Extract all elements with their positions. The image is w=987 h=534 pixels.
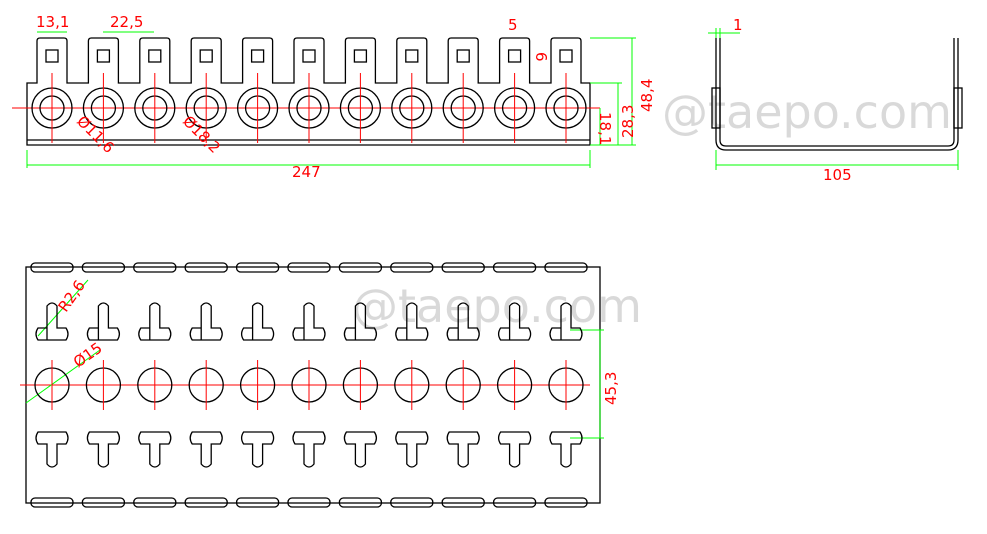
dim-thickness: 1 — [733, 16, 743, 34]
watermark-bottom: @taepo.com — [352, 279, 642, 333]
front-height-dims — [590, 37, 636, 146]
top-edge-slot — [544, 262, 588, 273]
keyhole-top — [35, 302, 69, 341]
keyhole-bottom — [138, 431, 172, 468]
keyhole-top — [86, 302, 121, 341]
top-edge-slot — [133, 262, 177, 273]
keyhole-bottom — [86, 431, 121, 468]
slot-hole — [302, 49, 316, 63]
keyhole-top — [395, 302, 429, 341]
slot-hole — [148, 49, 162, 63]
radius-leader — [37, 279, 89, 337]
keyhole-top — [292, 302, 326, 341]
top-edge-slot — [235, 262, 280, 273]
bottom-edge-slot — [235, 497, 280, 508]
dim-slot-width: 5 — [508, 16, 518, 34]
u-profile-outer — [715, 38, 959, 151]
side-view — [708, 28, 963, 170]
keyhole-bottom — [240, 431, 275, 468]
slot-hole — [405, 49, 419, 63]
top-edge-slot — [30, 262, 74, 273]
side-clip-left — [711, 87, 721, 129]
top-edge-slot — [441, 262, 485, 273]
keyhole-bottom — [395, 431, 429, 468]
dim-hole-dia: Ø15 — [70, 339, 106, 371]
bottom-edge-slot — [30, 497, 74, 508]
bottom-edge-slot — [441, 497, 485, 508]
dim-width: 105 — [823, 166, 852, 184]
top-edge-slot — [492, 262, 537, 273]
slot-hole — [559, 49, 573, 63]
keyhole-top — [240, 302, 275, 341]
top-edge-slot — [184, 262, 228, 273]
side-clip-right — [953, 87, 963, 129]
keyhole-top — [138, 302, 172, 341]
keyhole-bottom — [189, 431, 223, 468]
plan-view — [20, 262, 604, 508]
keyhole-bottom — [343, 431, 378, 468]
dim-length: 247 — [292, 163, 321, 181]
slot-hole — [250, 49, 265, 63]
dim-overall-height: 48,4 — [638, 79, 656, 112]
bottom-edge-slot — [390, 497, 434, 508]
top-edge-slot — [338, 262, 383, 273]
dim-hole-center-height: 18,1 — [596, 112, 614, 145]
dim-slot-height: 6 — [532, 52, 550, 62]
dim-pitch: 22,5 — [110, 13, 143, 31]
front-outline — [26, 37, 591, 146]
bottom-edge-slot — [544, 497, 588, 508]
bottom-edge-slot — [184, 497, 228, 508]
dim-radius: R2,6 — [55, 277, 89, 315]
dim-row-spacing: 45,3 — [602, 372, 620, 405]
dim-body-height: 28,3 — [619, 105, 637, 138]
keyhole-bottom — [497, 431, 532, 468]
keyhole-top — [189, 302, 223, 341]
bottom-edge-slot — [133, 497, 177, 508]
top-edge-slot — [81, 262, 126, 273]
row-spacing-dim — [570, 329, 604, 439]
keyhole-bottom — [292, 431, 326, 468]
slot-hole — [199, 49, 213, 63]
keyhole-top — [549, 302, 583, 341]
dim-hole-inner: Ø11,6 — [73, 112, 118, 157]
keyhole-bottom — [549, 431, 583, 468]
slot-hole — [45, 49, 59, 63]
bottom-edge-slot — [287, 497, 331, 508]
bottom-edge-slot — [81, 497, 126, 508]
u-profile-inner — [719, 38, 955, 147]
slot-hole — [96, 49, 111, 63]
keyhole-top — [497, 302, 532, 341]
watermark-top: @taepo.com — [662, 85, 952, 139]
slot-hole — [353, 49, 368, 63]
dim-tab-width: 13,1 — [36, 13, 69, 31]
side-dim-lines — [708, 28, 959, 170]
bottom-edge-slot — [492, 497, 537, 508]
front-view — [12, 31, 636, 168]
bottom-edge-slot — [338, 497, 383, 508]
keyhole-top — [446, 302, 480, 341]
keyhole-bottom — [446, 431, 480, 468]
slot-hole — [507, 49, 522, 63]
keyhole-bottom — [35, 431, 69, 468]
top-edge-slot — [287, 262, 331, 273]
keyhole-top — [343, 302, 378, 341]
top-edge-slot — [390, 262, 434, 273]
front-dim-lines — [26, 31, 591, 168]
slot-hole — [456, 49, 470, 63]
